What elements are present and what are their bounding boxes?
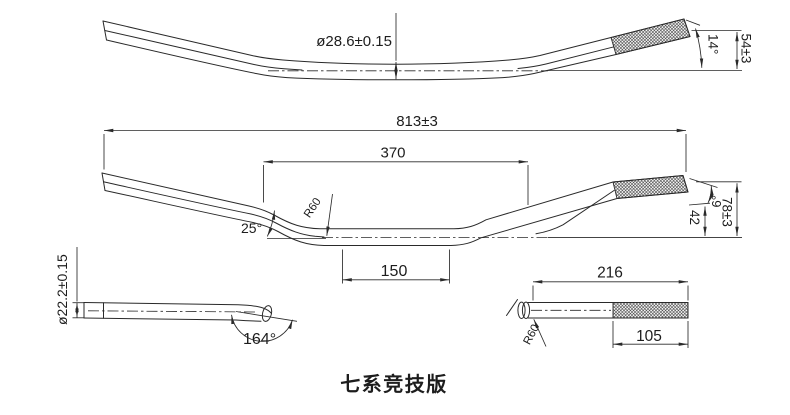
dim-straight-length: 216 bbox=[597, 265, 623, 282]
grip-detail-knurl-band bbox=[612, 302, 689, 319]
end-view-centerline bbox=[87, 310, 257, 313]
dim-clamp-width: 150 bbox=[381, 263, 408, 280]
front-view-tube-seam-left bbox=[103, 181, 325, 238]
top-view-tube-seam-right bbox=[517, 46, 615, 69]
upsweep-axis-extension bbox=[689, 178, 718, 188]
dim-upper-width: 370 bbox=[380, 145, 405, 162]
end-view-tube-bottom-edge bbox=[83, 317, 262, 322]
dim-upsweep-angle: 6° bbox=[709, 195, 724, 207]
end-side-view: 164° ø22.2±0.15 bbox=[54, 247, 298, 348]
front-view-knurl-band bbox=[612, 175, 689, 199]
upsweep-angle-arc bbox=[707, 185, 714, 204]
rise42-reference-line bbox=[688, 202, 711, 206]
dim-downslope-angle: 25° bbox=[241, 220, 262, 236]
top-view-tube-seam-left bbox=[104, 30, 303, 71]
top-view-tube-bottom-edge bbox=[106, 36, 691, 81]
top-view-knurl-band bbox=[610, 18, 691, 56]
dim-knurl-length: 105 bbox=[636, 328, 662, 345]
dim-rise-42: 42 bbox=[687, 210, 702, 225]
dim-total-rise: 78±3 bbox=[720, 197, 735, 227]
dim-bend-radius-mid: R60 bbox=[302, 196, 324, 220]
downslope-angle-arc bbox=[266, 210, 276, 237]
front-view-tube-seam-right bbox=[535, 190, 615, 235]
grip-detail-view: 216 105 R60 bbox=[506, 265, 689, 348]
end-view-bent-axis-line bbox=[235, 311, 298, 322]
drawing-title: 七系竞技版 bbox=[340, 372, 448, 396]
dim-end-bend-angle: 164° bbox=[243, 331, 276, 348]
backsweep-axis-extension bbox=[685, 19, 701, 26]
dim-grip-diameter: ø22.2±0.15 bbox=[54, 254, 70, 325]
end-bend-angle-arc bbox=[231, 314, 293, 342]
end-radius-leader bbox=[533, 319, 547, 347]
front-view: 813±3 370 150 25° R60 42 6° 78±3 bbox=[101, 113, 742, 284]
grip-detail-bend-stub bbox=[506, 299, 518, 316]
top-view-tip-left bbox=[102, 20, 107, 41]
dim-overall-width: 813±3 bbox=[396, 113, 438, 130]
dim-end-radius: R60 bbox=[522, 323, 543, 347]
end-view-tip-ellipse bbox=[261, 305, 273, 322]
grip-detail-bend-ellipse-outer bbox=[517, 301, 526, 319]
dim-backsweep-angle: 14° bbox=[706, 34, 721, 54]
front-view-tube-bottom-edge bbox=[104, 190, 689, 246]
front-view-tip-left bbox=[101, 172, 106, 191]
grip-detail-bend-ellipse-inner bbox=[521, 301, 531, 319]
top-view: ø28.6±0.15 14° 54±3 bbox=[102, 13, 754, 81]
dim-clamp-diameter: ø28.6±0.15 bbox=[316, 33, 392, 50]
bend-radius-leader bbox=[326, 193, 333, 236]
backsweep-angle-arc bbox=[695, 28, 704, 68]
top-view-tube-top-edge bbox=[102, 18, 685, 65]
dim-backsweep-drop: 54±3 bbox=[739, 34, 754, 64]
end-view-tube-top-edge bbox=[83, 302, 272, 314]
